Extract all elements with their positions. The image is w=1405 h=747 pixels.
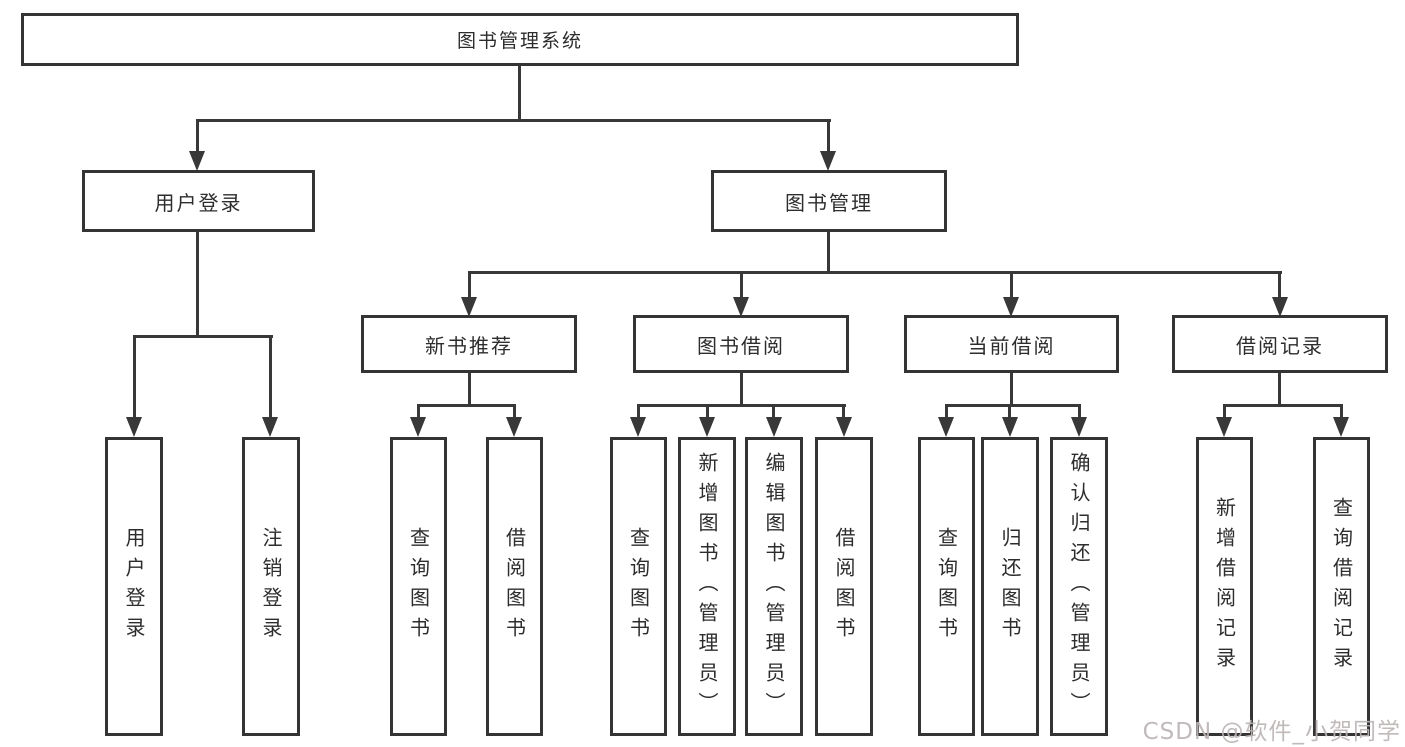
connector-line [740,373,743,407]
node-book-management-branch: 图书管理 [711,170,947,232]
connector-line [1010,373,1013,407]
arrow-down-icon [733,297,749,317]
node-label: 图书管理系统 [456,30,583,52]
connector-line [772,404,775,419]
connector-line [513,404,516,419]
arrow-down-icon [699,417,715,437]
connector-line [196,119,199,154]
node-label: 用户登录 [122,526,146,647]
node-current-borrow: 当前借阅 [904,315,1119,373]
arrow-down-icon [410,417,426,437]
leaf-current-return-book: 归还图书 [981,437,1039,736]
leaf-borrow-query-book: 查询图书 [610,437,667,736]
connector-line [827,232,830,273]
connector-line [133,335,136,419]
node-label: 查询图书 [406,526,431,647]
csdn-watermark: CSDN @软件_小贺同学 [1142,719,1401,745]
connector-line [1223,404,1226,419]
connector-line [518,65,521,120]
node-user-login-branch: 用户登录 [82,170,315,232]
arrow-down-icon [938,417,954,437]
leaf-recommend-query-book: 查询图书 [390,437,447,736]
node-label: 新书推荐 [425,333,513,358]
connector-line [468,373,471,407]
leaf-records-add-record: 新增借阅记录 [1196,437,1253,736]
arrow-down-icon [1002,417,1018,437]
node-root-system: 图书管理系统 [21,13,1019,66]
arrow-down-icon [1272,297,1288,317]
leaf-borrow-add-book-admin: 新增图书（管理员） [678,437,736,736]
connector-line [196,119,831,122]
connector-line [1223,404,1343,407]
connector-line [945,404,948,419]
connector-line [842,404,845,419]
node-borrow-records: 借阅记录 [1172,315,1388,373]
connector-line [133,335,273,338]
connector-line [468,271,1282,274]
connector-line [1340,404,1343,419]
connector-line [417,404,516,407]
node-label: 当前借阅 [967,333,1056,358]
node-label: 借阅记录 [1236,333,1324,358]
node-label: 图书管理 [785,190,873,215]
arrow-down-icon [1216,417,1232,437]
connector-line [637,404,640,419]
node-label: 图书借阅 [697,333,785,358]
connector-line [468,271,471,299]
arrow-down-icon [1071,417,1087,437]
connector-line [1010,271,1013,299]
leaf-borrow-borrow-book: 借阅图书 [815,437,873,736]
arrow-down-icon [262,417,278,437]
leaf-borrow-edit-book-admin: 编辑图书（管理员） [745,437,803,736]
connector-line [1278,271,1281,299]
node-book-borrow: 图书借阅 [633,315,849,373]
node-label: 借阅图书 [502,526,527,647]
node-label: 新增借阅记录 [1212,496,1237,677]
connector-line [1278,373,1281,407]
node-label: 查询图书 [626,526,651,647]
connector-line [1078,404,1081,419]
connector-line [945,404,1081,407]
node-label: 查询图书 [934,526,959,647]
arrow-down-icon [189,151,205,171]
node-label: 编辑图书（管理员） [762,451,786,722]
leaf-user-login: 用户登录 [105,437,163,736]
connector-line [637,404,846,407]
arrow-down-icon [766,417,782,437]
node-label: 用户登录 [154,190,243,215]
arrow-down-icon [461,297,477,317]
arrow-down-icon [820,151,836,171]
node-label: 新增图书（管理员） [695,451,719,722]
leaf-recommend-borrow-book: 借阅图书 [486,437,543,736]
node-label: 借阅图书 [832,526,856,647]
leaf-logout: 注销登录 [242,437,300,736]
arrow-down-icon [506,417,522,437]
leaf-records-query-record: 查询借阅记录 [1313,437,1370,736]
connector-line [1008,404,1011,419]
arrow-down-icon [1333,417,1349,437]
arrow-down-icon [836,417,852,437]
connector-line [269,335,272,419]
connector-line [196,232,199,337]
node-label: 查询借阅记录 [1329,496,1354,677]
arrow-down-icon [1003,297,1019,317]
arrow-down-icon [126,417,142,437]
leaf-current-query-book: 查询图书 [918,437,975,736]
connector-line [740,271,743,299]
connector-line [706,404,709,419]
node-label: 注销登录 [259,526,283,647]
connector-line [417,404,420,419]
node-label: 归还图书 [998,526,1022,647]
node-label: 确认归还（管理员） [1067,451,1091,722]
leaf-current-confirm-return-admin: 确认归还（管理员） [1050,437,1108,736]
arrow-down-icon [630,417,646,437]
node-new-book-recommend: 新书推荐 [361,315,577,373]
connector-line [827,119,830,154]
